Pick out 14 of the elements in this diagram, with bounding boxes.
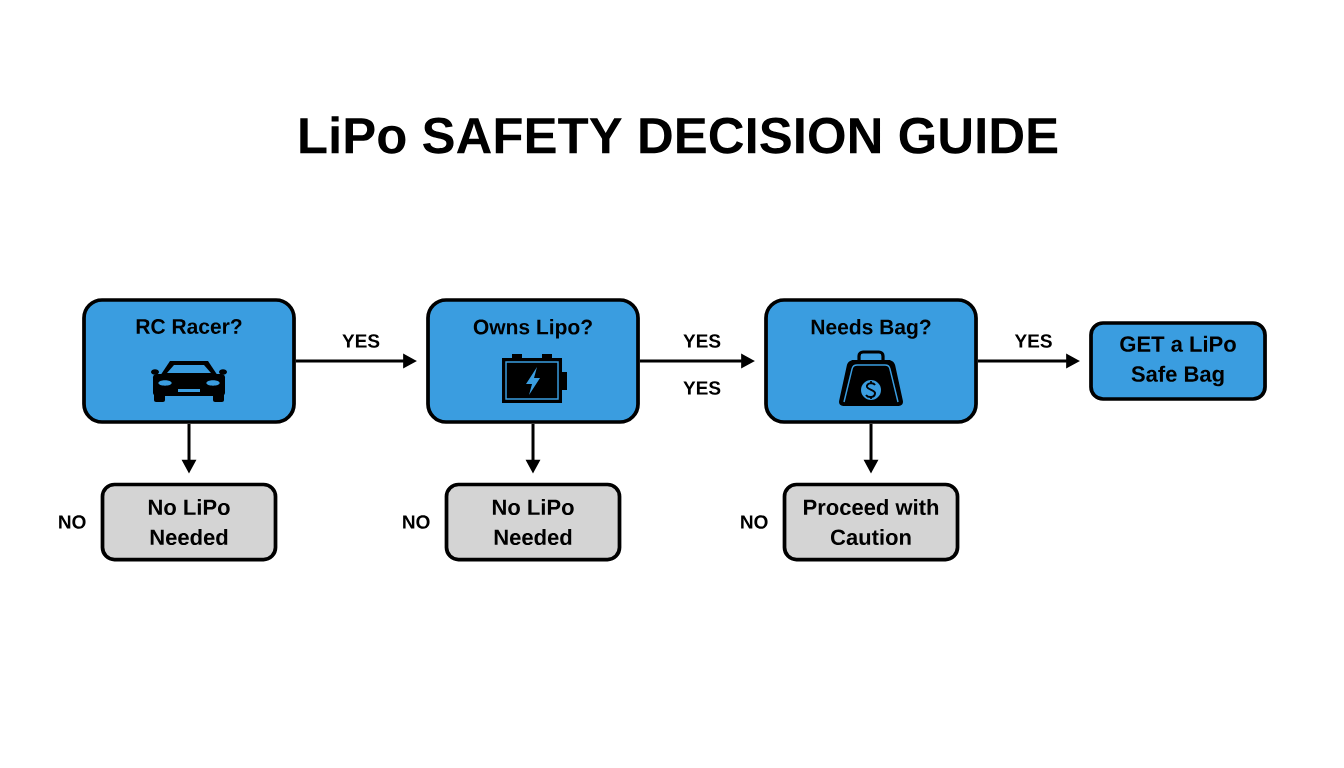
branch-label: NO	[59, 515, 86, 529]
branch-label: NO	[403, 515, 430, 529]
decision-box: Needs Bag?	[764, 298, 978, 424]
branch-label: NO	[741, 515, 768, 529]
edge-label: YES	[1013, 332, 1054, 350]
branch-label: YES	[683, 381, 721, 395]
outcome-box: No LiPo Needed	[100, 482, 278, 562]
title: LiPo SAFETY DECISION GUIDE	[300, 116, 1058, 154]
edge-label: YES	[340, 332, 382, 350]
outcome-box: Proceed with Caution	[782, 482, 960, 562]
outcome-box: No LiPo Needed	[444, 482, 622, 562]
action-box: GET a LiPo Safe Bag	[1089, 321, 1267, 401]
edge-label: YES	[681, 332, 723, 350]
decision-box: RC Racer?	[82, 298, 296, 424]
